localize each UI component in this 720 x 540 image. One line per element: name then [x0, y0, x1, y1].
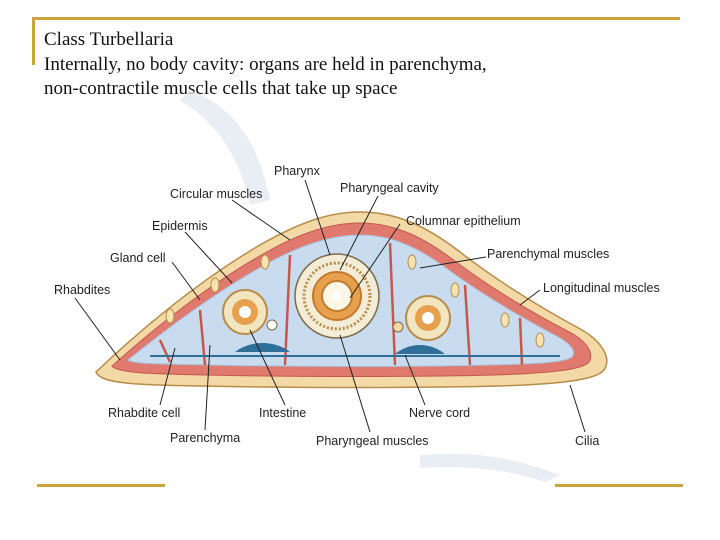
- intestine-right: [405, 295, 451, 341]
- frame-top-rule: [32, 17, 680, 20]
- leader-lines: [74, 179, 586, 433]
- title-line-1: Class Turbellaria: [44, 29, 174, 50]
- label-circular-muscles: Circular muscles: [170, 187, 262, 201]
- nerve-cord-right: [395, 345, 445, 354]
- gland-cells: [165, 254, 545, 348]
- label-gland-cell: Gland cell: [110, 251, 166, 265]
- label-cilia: Cilia: [575, 434, 599, 448]
- label-nerve-cord: Nerve cord: [409, 406, 470, 420]
- intestine-left: [222, 289, 268, 335]
- label-intestine: Intestine: [259, 406, 306, 420]
- label-parenchymal-muscles: Parenchymal muscles: [487, 247, 609, 261]
- label-columnar-epithelium: Columnar epithelium: [406, 214, 521, 228]
- small-cell-right: [392, 321, 404, 333]
- frame-left-rule: [32, 17, 35, 65]
- title-line-3: non-contractile muscle cells that take u…: [44, 78, 398, 99]
- frame-bottom-left-rule: [37, 484, 165, 487]
- frame-bottom-right-rule: [555, 484, 683, 487]
- background-watermark: [180, 90, 560, 482]
- pharynx: [294, 253, 380, 339]
- label-rhabdites: Rhabdites: [54, 283, 110, 297]
- label-rhabdite-cell: Rhabdite cell: [108, 406, 180, 420]
- label-pharyngeal-cavity: Pharyngeal cavity: [340, 181, 439, 195]
- nerve-cord-left: [235, 343, 290, 352]
- label-pharynx: Pharynx: [274, 164, 321, 178]
- title-line-2: Internally, no body cavity: organs are h…: [44, 53, 487, 75]
- label-parenchyma: Parenchyma: [170, 431, 240, 445]
- small-cell-left: [266, 319, 278, 331]
- label-longitudinal-muscles: Longitudinal muscles: [543, 281, 660, 295]
- label-epidermis: Epidermis: [152, 219, 208, 233]
- slide-title: Class Turbellaria Internally, no body ca…: [44, 28, 684, 102]
- label-pharyngeal-muscles: Pharyngeal muscles: [316, 434, 429, 448]
